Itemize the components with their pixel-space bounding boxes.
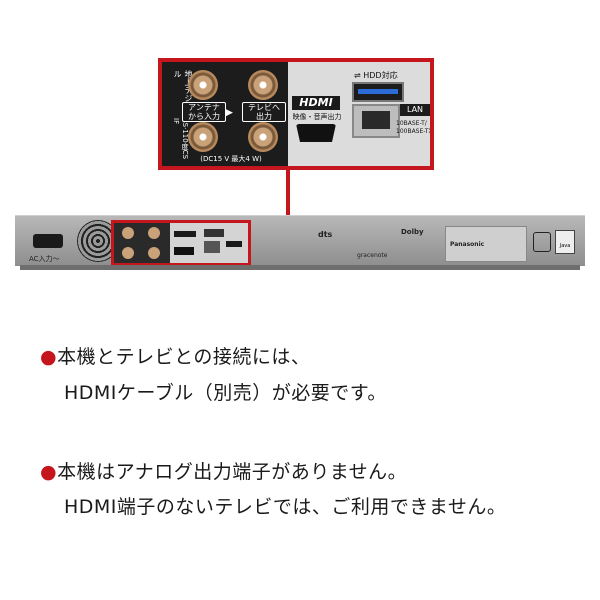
recorder-rear-panel: AC入力～ dts Dolby gracenote Panasonic Java — [15, 215, 585, 266]
usb-icon: ⇌ HDD対応 — [354, 71, 398, 80]
usb-port — [352, 82, 404, 102]
ac-inlet — [33, 234, 63, 248]
usb-hdd-label: HDD対応 — [363, 71, 398, 80]
hdmi-port — [296, 124, 336, 142]
gracenote-logo: gracenote — [357, 252, 388, 259]
mini-connector-1 — [122, 227, 134, 239]
hdmi-label: 映像・音声出力 — [292, 113, 342, 121]
message-text-4: HDMI端子のないテレビでは、ご利用できません。 — [64, 496, 507, 518]
bs-cs-label: BS·110度CS IF — [172, 118, 189, 160]
mini-usb-port — [204, 229, 224, 237]
lan-spec-line1: 10BASE-T/ — [396, 120, 427, 127]
mini-connector-4 — [148, 247, 160, 259]
java-label: Java — [559, 243, 571, 249]
rating-label: Panasonic — [445, 226, 527, 262]
message-line-3: ●本機はアナログ出力端子がありません。 — [40, 457, 407, 484]
message-text-1: 本機とテレビとの接続には、 — [57, 346, 311, 368]
dolby-logo: Dolby — [401, 228, 424, 236]
bs-cs-out-connector — [248, 122, 278, 152]
mini-connector-2 — [148, 227, 160, 239]
zoom-connector-line — [286, 170, 290, 220]
antenna-section: 地上デジタル BS·110度CS IF アンテナ から入力 テレビへ 出力 ▶ … — [162, 62, 288, 166]
lan-port — [352, 104, 400, 138]
antenna-in-label: アンテナ から入力 — [182, 102, 226, 122]
arrow-right-icon: ▶ — [226, 108, 233, 118]
bullet-2: ● — [40, 461, 58, 483]
mini-lan-port — [204, 241, 220, 253]
terrestrial-in-connector — [188, 70, 218, 100]
java-icon: Java — [555, 230, 575, 254]
mini-lan-label — [226, 241, 242, 247]
lan-spec-label: 10BASE-T/ 100BASE-TX — [396, 120, 433, 136]
message-text-2: HDMIケーブル（別売）が必要です。 — [64, 382, 387, 404]
hdmi-usb-lan-section: HDMI 映像・音声出力 ⇌ HDD対応 LAN 10BASE-T/ 100BA… — [288, 62, 433, 166]
hdmi-logo: HDMI — [292, 96, 340, 110]
message-line-1: ●本機とテレビとの接続には、 — [40, 342, 310, 369]
mini-hdmi-port — [174, 247, 194, 255]
terrestrial-out-connector — [248, 70, 278, 100]
ac-label: AC入力～ — [29, 255, 60, 263]
bullet-1: ● — [40, 346, 58, 368]
lan-label: LAN — [400, 104, 430, 116]
brand-label: Panasonic — [450, 241, 485, 248]
to-tv-label: テレビへ 出力 — [242, 102, 286, 122]
mini-connector-3 — [122, 247, 134, 259]
message-text-3: 本機はアナログ出力端子がありません。 — [57, 461, 408, 483]
bs-cs-in-connector — [188, 122, 218, 152]
dts-logo: dts — [318, 230, 333, 239]
safety-icon — [533, 232, 551, 252]
message-line-2: HDMIケーブル（別売）が必要です。 — [64, 378, 387, 405]
message-line-4: HDMI端子のないテレビでは、ご利用できません。 — [64, 492, 506, 519]
dc-label: (DC15 V 最大4 W) — [200, 155, 262, 163]
mini-port-panel — [170, 223, 248, 263]
zoom-panel: 地上デジタル BS·110度CS IF アンテナ から入力 テレビへ 出力 ▶ … — [158, 58, 434, 170]
lan-spec-line2: 100BASE-TX — [396, 128, 433, 135]
mini-hdmi-logo — [174, 231, 196, 237]
connector-highlight — [111, 220, 251, 266]
device-base — [20, 265, 580, 270]
